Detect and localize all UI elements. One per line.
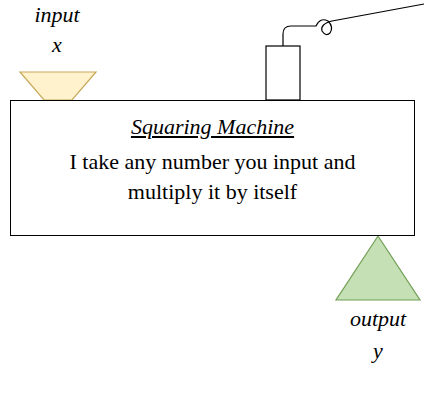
output-chute <box>336 236 420 300</box>
output-label: output <box>350 306 406 332</box>
machine-box: Squaring Machine I take any number you in… <box>10 100 415 236</box>
input-funnel <box>20 72 96 100</box>
crank-housing <box>266 46 300 100</box>
input-label: input <box>34 2 79 28</box>
output-triangle <box>336 236 420 300</box>
input-label: x <box>52 32 62 58</box>
machine-description: I take any number you input and multiply… <box>48 147 378 207</box>
crank-wire <box>283 4 424 46</box>
machine-title: Squaring Machine <box>27 113 398 141</box>
output-label: y <box>373 338 383 364</box>
